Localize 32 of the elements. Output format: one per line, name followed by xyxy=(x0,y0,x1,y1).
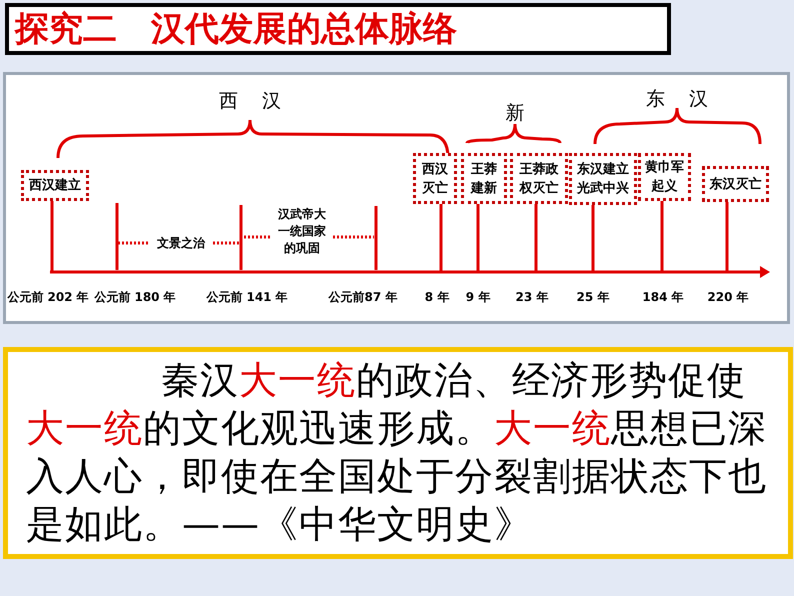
date-label: 9 年 xyxy=(464,289,492,306)
period-label: 文景之治 xyxy=(156,235,206,252)
date-label: 25 年 xyxy=(576,289,610,306)
dynasty-label: 西 汉 xyxy=(218,89,282,114)
date-label: 公元前 202 年 xyxy=(6,289,90,306)
dynasty-label: 新 xyxy=(504,101,526,126)
leader-line xyxy=(660,201,664,270)
event-box: 西汉建立 xyxy=(21,170,89,201)
leader-line xyxy=(726,202,728,270)
event-box: 黄巾军起义 xyxy=(638,153,691,201)
event-box: 王莽建新 xyxy=(461,153,507,204)
title: 探究二 汉代发展的总体脉络 xyxy=(5,3,671,55)
timeline-arrow xyxy=(50,266,770,278)
event-box: 西汉灭亡 xyxy=(413,153,457,204)
dynasty-label: 东 汉 xyxy=(644,87,710,112)
period-label: 汉武帝大一统国家的巩固 xyxy=(277,206,327,257)
event-box: 王莽政权灭亡 xyxy=(510,153,568,204)
date-label: 23 年 xyxy=(514,289,550,306)
date-label: 公元前 141 年 xyxy=(205,289,289,306)
event-box: 东汉灭亡 xyxy=(702,166,769,202)
event-box: 东汉建立光武中兴 xyxy=(569,153,637,205)
leader-line xyxy=(50,201,54,270)
date-label: 8 年 xyxy=(424,289,450,306)
leader-line xyxy=(476,204,480,270)
date-label: 公元前 180 年 xyxy=(93,289,177,306)
date-label: 184 年 xyxy=(641,289,685,306)
leader-line xyxy=(592,205,594,270)
leader-line xyxy=(534,204,538,270)
quote-text: 秦汉大一统的政治、经济形势促使大一统的文化观迅速形成。大一统思想已深入人心，即使在全国处于分裂割据状态下也是如此。——《中华文明史》 xyxy=(3,347,793,559)
date-label: 公元前87 年 xyxy=(327,289,398,306)
date-label: 220 年 xyxy=(706,289,750,306)
leader-line xyxy=(440,204,442,270)
